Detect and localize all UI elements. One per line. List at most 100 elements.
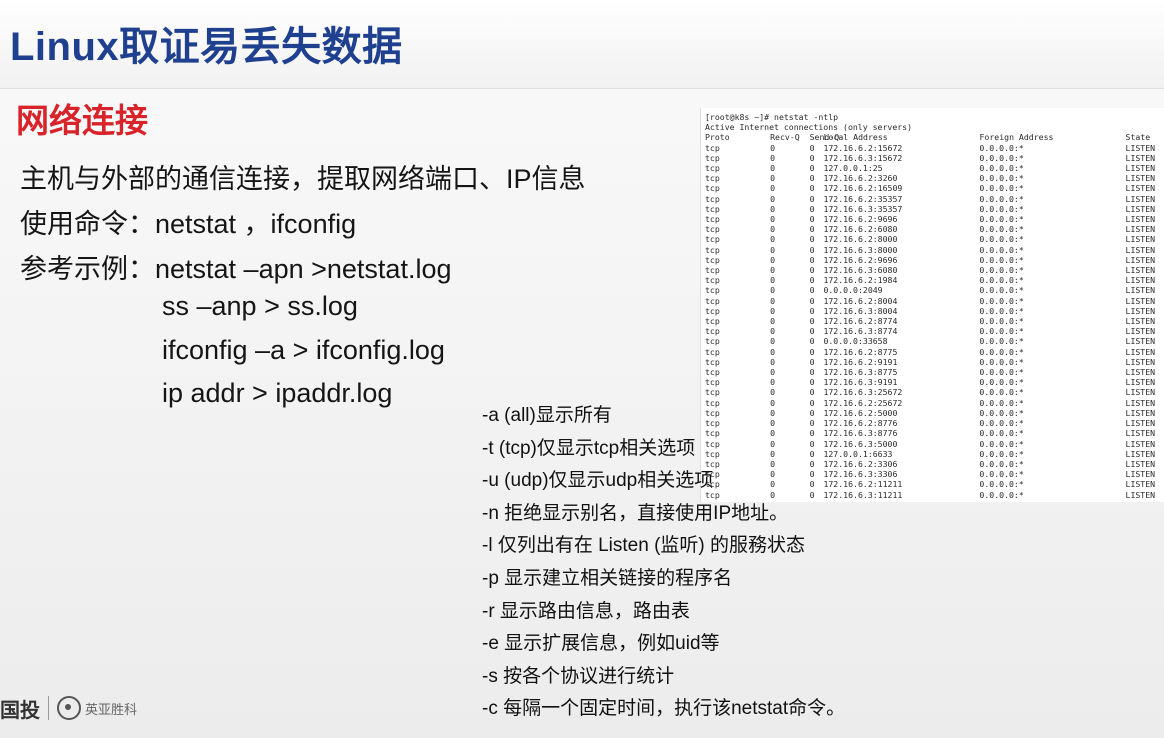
cell-foreign-address: 0.0.0.0:*	[979, 438, 1024, 449]
cell-local-address: 172.16.6.2:9191	[823, 356, 898, 367]
cell-foreign-address: 0.0.0.0:*	[979, 407, 1024, 418]
cell-send-q: 0	[809, 387, 815, 398]
cell-recv-q: 0	[770, 336, 776, 347]
cell-local-address: 172.16.6.2:3260	[823, 173, 898, 184]
cell-proto: tcp	[705, 356, 720, 367]
cell-proto: tcp	[705, 214, 720, 225]
cell-state: LISTEN	[1125, 438, 1156, 449]
cell-foreign-address: 0.0.0.0:*	[979, 316, 1024, 327]
cell-local-address: 0.0.0.0:2049	[823, 285, 883, 296]
cell-proto: tcp	[705, 418, 720, 429]
example-ifconfig: ifconfig –a > ifconfig.log	[162, 335, 445, 366]
cell-foreign-address: 0.0.0.0:*	[979, 214, 1024, 225]
cell-send-q: 0	[809, 265, 815, 276]
cell-foreign-address: 0.0.0.0:*	[979, 142, 1024, 153]
cell-recv-q: 0	[770, 448, 776, 459]
cell-send-q: 0	[809, 244, 815, 255]
cell-foreign-address: 0.0.0.0:*	[979, 244, 1024, 255]
cell-foreign-address: 0.0.0.0:*	[979, 489, 1024, 500]
cell-send-q: 0	[809, 305, 815, 316]
cell-state: LISTEN	[1125, 234, 1156, 245]
cell-foreign-address: 0.0.0.0:*	[979, 336, 1024, 347]
cell-send-q: 0	[809, 377, 815, 388]
cell-state: LISTEN	[1125, 397, 1156, 408]
cell-foreign-address: 0.0.0.0:*	[979, 295, 1024, 306]
cell-foreign-address: 0.0.0.0:*	[979, 193, 1024, 204]
option-item: -s 按各个协议进行统计	[482, 665, 675, 687]
brand-logo-icon	[57, 696, 81, 720]
cell-foreign-address: 0.0.0.0:*	[979, 469, 1024, 480]
option-item: -c 每隔一个固定时间，执行该netstat命令。	[482, 698, 846, 720]
cell-recv-q: 0	[770, 316, 776, 327]
cell-foreign-address: 0.0.0.0:*	[979, 173, 1024, 184]
cell-local-address: 0.0.0.0:33658	[823, 336, 888, 347]
cell-proto: tcp	[705, 295, 720, 306]
cell-send-q: 0	[809, 203, 815, 214]
cell-recv-q: 0	[770, 254, 776, 265]
cell-local-address: 172.16.6.2:8774	[823, 316, 898, 327]
cell-local-address: 172.16.6.2:9696	[823, 254, 898, 265]
cell-recv-q: 0	[770, 275, 776, 286]
cell-state: LISTEN	[1125, 254, 1156, 265]
cell-proto: tcp	[705, 407, 720, 418]
cell-state: LISTEN	[1125, 295, 1156, 306]
cell-foreign-address: 0.0.0.0:*	[979, 377, 1024, 388]
cell-send-q: 0	[809, 173, 815, 184]
cell-foreign-address: 0.0.0.0:*	[979, 387, 1024, 398]
cell-proto: tcp	[705, 183, 720, 194]
cell-recv-q: 0	[770, 163, 776, 174]
cell-local-address: 172.16.6.3:8004	[823, 305, 898, 316]
slide-title: Linux取证易丢失数据	[10, 25, 403, 69]
terminal-prompt: [root@k8s ~]# netstat -ntlp	[705, 112, 839, 122]
cell-proto: tcp	[705, 152, 720, 163]
cell-foreign-address: 0.0.0.0:*	[979, 326, 1024, 337]
cell-send-q: 0	[809, 214, 815, 225]
cell-foreign-address: 0.0.0.0:*	[979, 163, 1024, 174]
command-text: 使用命令：netstat ，ifconfig	[20, 209, 357, 239]
header-recv: Recv-Q	[770, 132, 800, 143]
terminal-header: Proto Recv-Q Send-Q Local Address Foreig…	[701, 132, 1164, 142]
cell-state: LISTEN	[1125, 214, 1156, 225]
option-item: -r 显示路由信息，路由表	[482, 600, 690, 622]
example-line: 参考示例：netstat –apn >netstat.log	[20, 247, 451, 286]
cell-state: LISTEN	[1125, 469, 1156, 480]
cell-send-q: 0	[809, 418, 815, 429]
cell-send-q: 0	[809, 469, 815, 480]
cell-state: LISTEN	[1125, 387, 1156, 398]
cell-proto: tcp	[705, 316, 720, 327]
cell-recv-q: 0	[770, 418, 776, 429]
cell-recv-q: 0	[770, 265, 776, 276]
cell-state: LISTEN	[1125, 458, 1156, 469]
example-ip-text: ip addr > ipaddr.log	[162, 378, 393, 408]
cell-state: LISTEN	[1125, 356, 1156, 367]
cell-recv-q: 0	[770, 479, 776, 490]
cell-proto: tcp	[705, 244, 720, 255]
example-text: 参考示例：netstat –apn >netstat.log	[20, 254, 452, 284]
cell-recv-q: 0	[770, 193, 776, 204]
cell-proto: tcp	[705, 458, 720, 469]
cell-proto: tcp	[705, 438, 720, 449]
cell-local-address: 172.16.6.2:35357	[823, 193, 903, 204]
cell-recv-q: 0	[770, 397, 776, 408]
cell-foreign-address: 0.0.0.0:*	[979, 458, 1024, 469]
cell-local-address: 172.16.6.2:8776	[823, 418, 898, 429]
cell-local-address: 172.16.6.3:5000	[823, 438, 898, 449]
cell-send-q: 0	[809, 224, 815, 235]
